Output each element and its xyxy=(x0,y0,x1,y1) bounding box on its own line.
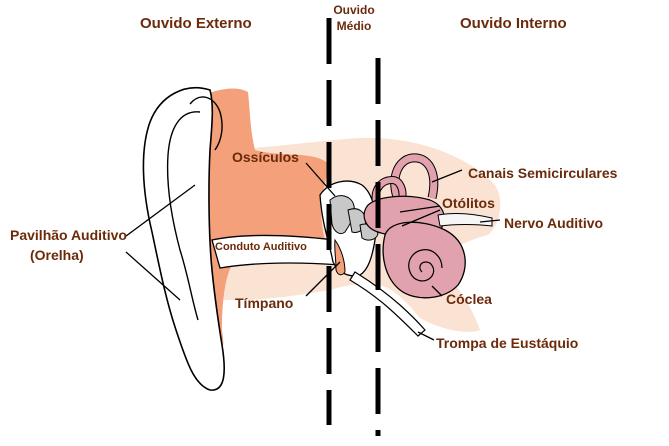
structure-labels: Pavilhão Auditivo (Orelha) Ossículos Con… xyxy=(10,149,618,351)
leader-ossicles xyxy=(305,162,336,197)
region-dividers xyxy=(326,18,381,436)
heading-outer-ear: Ouvido Externo xyxy=(140,15,252,32)
label-eardrum: Tímpano xyxy=(235,295,293,311)
region-headings: Ouvido Externo Ouvido Médio Ouvido Inter… xyxy=(140,3,567,33)
label-nerve: Nervo Auditivo xyxy=(504,215,603,231)
label-otoliths: Otólitos xyxy=(442,195,495,211)
label-pinna-line2: (Orelha) xyxy=(30,247,84,263)
ear-illustration xyxy=(142,86,501,391)
eustachian-tube xyxy=(349,271,426,337)
ossicles-shape xyxy=(329,195,379,241)
pinna-shape xyxy=(142,86,225,391)
leader-otoliths-2 xyxy=(401,209,441,227)
leader-pinna-2 xyxy=(125,184,196,237)
eardrum-shape xyxy=(334,238,346,276)
leader-otoliths-1 xyxy=(399,205,441,213)
label-ossicles: Ossículos xyxy=(232,149,299,165)
leader-cochlea xyxy=(431,285,443,297)
leader-pinna xyxy=(125,251,181,301)
cochlea-shape xyxy=(382,221,466,299)
leader-semicircular xyxy=(431,169,463,183)
pinna-rim xyxy=(189,96,223,151)
heading-middle-ear-line1: Ouvido xyxy=(333,3,374,17)
label-cochlea: Cóclea xyxy=(446,291,492,307)
label-pinna-line1: Pavilhão Auditivo xyxy=(10,227,127,243)
leader-lines xyxy=(125,162,501,341)
leader-eardrum xyxy=(305,261,341,297)
label-semicircular: Canais Semicirculares xyxy=(468,165,618,181)
leader-eustachian xyxy=(417,331,435,341)
label-eustachian: Trompa de Eustáquio xyxy=(436,335,578,351)
heading-middle-ear-line2: Médio xyxy=(337,19,372,33)
label-canal: Conduto Auditivo xyxy=(215,241,307,253)
heading-inner-ear: Ouvido Interno xyxy=(460,15,567,32)
auditory-nerve-shape xyxy=(437,213,493,227)
skin-region-orange xyxy=(205,88,330,352)
leader-nerve xyxy=(479,219,501,223)
